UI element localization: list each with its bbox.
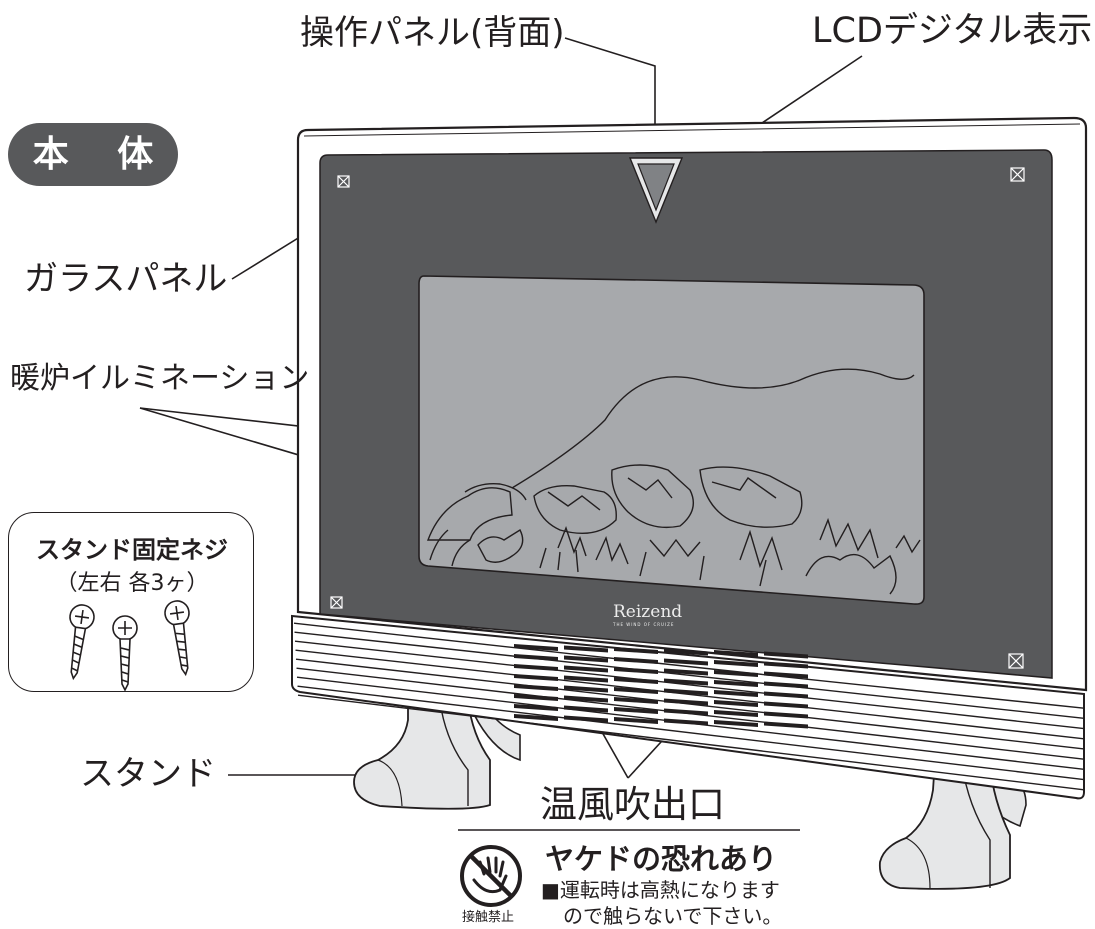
vent-slot xyxy=(614,687,658,694)
vent-slot xyxy=(664,688,708,696)
base-rib xyxy=(297,685,1085,781)
vent-slot xyxy=(664,708,708,716)
vent-slot xyxy=(614,717,658,724)
vent-slot xyxy=(714,690,758,697)
vent-slot xyxy=(664,648,708,656)
vent-slot xyxy=(514,674,558,681)
lcd-display-window xyxy=(628,157,684,224)
product-logo: Reizend xyxy=(613,602,683,622)
label-warm-air-outlet: 温風吹出口 xyxy=(540,783,725,826)
screw-box-subtitle: （左右 各3ヶ） xyxy=(55,571,209,596)
vent-slot xyxy=(514,694,558,701)
vent-slot xyxy=(514,644,558,651)
vent-slot xyxy=(514,684,558,691)
vent-slot xyxy=(614,697,658,704)
vent-slot xyxy=(664,658,708,666)
vent-slot xyxy=(714,710,758,717)
vent-slot xyxy=(564,655,608,663)
leader-control-panel xyxy=(564,37,656,126)
vent-slot xyxy=(614,707,658,714)
vent-slot xyxy=(714,650,758,657)
vent-slot xyxy=(764,681,808,689)
vent-slot xyxy=(714,670,758,677)
warning-line-2: ので触らないで下さい。 xyxy=(563,904,783,928)
screw-3 xyxy=(164,600,190,677)
vent-slot xyxy=(714,680,758,687)
warning-line-1: ■運転時は高熱になります xyxy=(541,878,780,902)
vent-slot xyxy=(514,654,558,661)
vent-slot xyxy=(614,647,658,654)
screw-2 xyxy=(112,615,138,692)
vent-slot xyxy=(664,678,708,686)
label-lcd-display: LCDデジタル表示 xyxy=(812,11,1093,51)
label-stand: スタンド xyxy=(80,754,216,794)
no-touch-icon-label: 接触禁止 xyxy=(462,910,515,925)
vent-slot xyxy=(764,671,808,679)
vent-slot xyxy=(714,720,758,727)
vent-slot xyxy=(564,665,608,673)
vent-slot xyxy=(664,668,708,676)
stand-right xyxy=(878,759,1027,890)
warm-air-outlet-vents xyxy=(514,644,808,729)
vent-slot xyxy=(764,651,808,659)
ribbed-base xyxy=(291,614,1085,800)
vent-slot xyxy=(614,657,658,664)
screw-1 xyxy=(69,604,95,681)
label-glass-panel: ガラスパネル xyxy=(24,259,228,299)
vent-slot xyxy=(764,721,808,729)
vent-slot xyxy=(764,701,808,709)
vent-slot xyxy=(564,705,608,713)
vent-slot xyxy=(664,698,708,706)
vent-slot xyxy=(714,700,758,707)
no-touch-icon xyxy=(460,845,522,907)
fireplace-artwork xyxy=(426,368,921,595)
label-control-panel: 操作パネル(背面) xyxy=(300,13,565,53)
vent-slot xyxy=(564,685,608,693)
vent-slot xyxy=(764,691,808,699)
base-rib xyxy=(293,622,1085,709)
vent-slot xyxy=(764,661,808,669)
vent-slot xyxy=(664,718,708,726)
vent-slot xyxy=(564,675,608,683)
main-unit-badge: 本 体 xyxy=(8,123,178,186)
screws xyxy=(69,600,190,692)
screw-box-title: スタンド固定ネジ xyxy=(36,536,228,564)
stand-screw-box: スタンド固定ネジ （左右 各3ヶ） xyxy=(8,512,254,692)
vent-slot xyxy=(564,695,608,703)
vent-slot xyxy=(514,704,558,711)
vent-slot xyxy=(564,715,608,723)
vent-slot xyxy=(514,714,558,721)
vent-slot xyxy=(614,667,658,674)
glass-fasteners xyxy=(330,167,1025,669)
vent-slot xyxy=(614,677,658,684)
vent-slot xyxy=(764,711,808,719)
label-fireplace-illumination: 暖炉イルミネーション xyxy=(10,361,310,396)
fire-window xyxy=(418,275,925,605)
vent-slot xyxy=(564,645,608,653)
product-logo-sub: THE WIND OF CRUIZE xyxy=(613,622,675,627)
vent-slot xyxy=(714,660,758,667)
warning-title: ヤケドの恐れあり xyxy=(545,842,778,876)
base-rib xyxy=(297,694,1085,791)
vent-slot xyxy=(514,664,558,671)
